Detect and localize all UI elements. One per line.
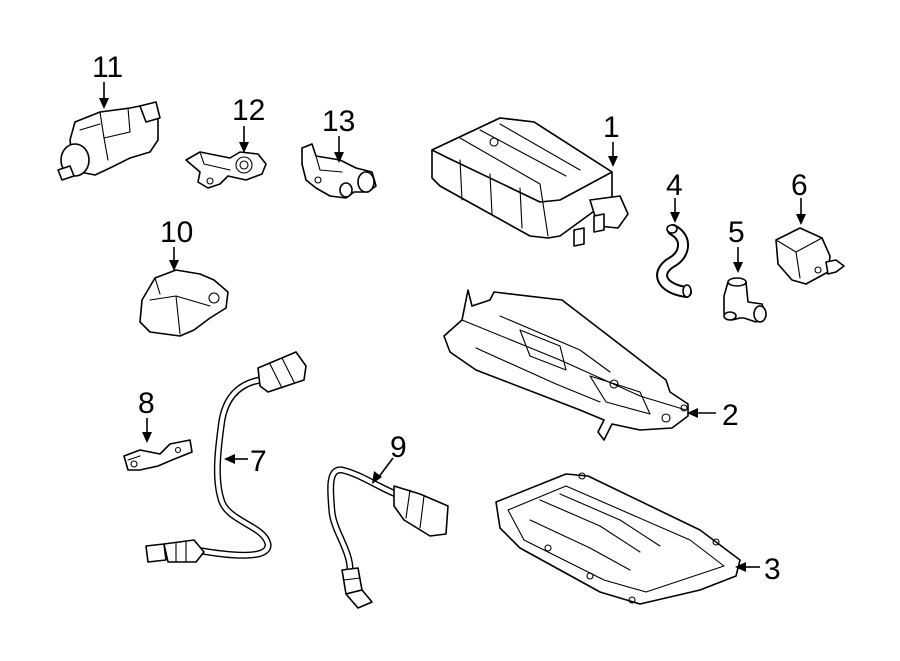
part-13-sensor[interactable] [301, 143, 377, 199]
part-5-tee-connector[interactable] [723, 277, 767, 323]
part-6-filter[interactable] [775, 227, 845, 285]
part-11-purge-valve[interactable] [57, 101, 161, 181]
callout-5: 5 [728, 216, 745, 249]
callout-3: 3 [764, 553, 781, 586]
part-10-sensor[interactable] [139, 269, 229, 337]
callout-6: 6 [791, 169, 808, 202]
callout-9: 9 [390, 431, 407, 464]
part-7-oxygen-sensor[interactable] [145, 351, 307, 563]
callout-1: 1 [603, 111, 620, 144]
part-12-bracket[interactable] [185, 151, 267, 189]
callout-2: 2 [722, 399, 739, 432]
part-8-bracket[interactable] [123, 439, 193, 471]
part-2-canister-bracket[interactable] [443, 289, 689, 441]
part-4-hose[interactable] [656, 224, 692, 298]
callout-4: 4 [666, 169, 683, 202]
callout-11: 11 [92, 51, 123, 84]
callout-8: 8 [138, 387, 155, 420]
callout-10: 10 [160, 216, 193, 249]
part-3-shield[interactable] [495, 472, 741, 605]
callout-13: 13 [322, 105, 355, 138]
part-9-oxygen-sensor[interactable] [327, 466, 449, 609]
callout-7: 7 [250, 445, 267, 478]
part-1-vapor-canister[interactable] [431, 117, 629, 247]
callout-12: 12 [232, 94, 265, 127]
